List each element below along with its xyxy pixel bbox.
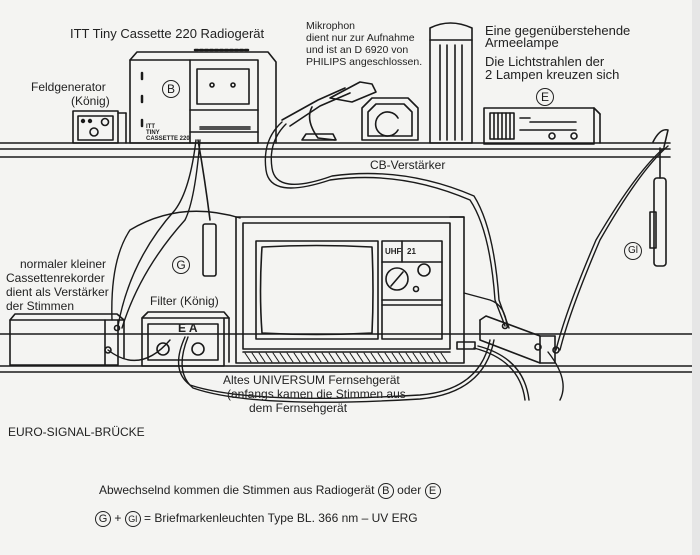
tv-device <box>235 216 476 364</box>
microphone-label: Mikrophon dient nur zur Aufnahme und ist… <box>306 20 423 68</box>
euro-signal-bridge-label: EURO-SIGNAL-BRÜCKE <box>8 425 145 439</box>
lamp-g-hanging <box>197 139 217 277</box>
cb-amplifier-device <box>361 97 419 141</box>
army-lamp-device <box>483 107 601 145</box>
caption-mark-e: E <box>424 483 441 499</box>
tv-band-label: UHF <box>385 247 402 256</box>
filter-label: Filter (König) <box>150 294 219 308</box>
radio-label: ITT Tiny Cassette 220 Radiogerät <box>70 26 265 41</box>
filter-jacks-label: E A <box>178 321 198 335</box>
lamp-e-marking-badge: E <box>536 88 554 106</box>
cassette-recorder-device <box>9 313 125 366</box>
lamp-gl-hanging <box>649 128 669 267</box>
radio-brand-text: ITT TINY CASSETTE 220 <box>146 124 190 142</box>
tv-label: Altes UNIVERSUM Fernsehgerät (anfangs ka… <box>223 373 406 415</box>
caption-mark-gl: Gl <box>124 511 141 527</box>
cassette-recorder-label: normaler kleiner Cassettenrekorder dient… <box>6 257 109 313</box>
tv-channel-label: 21 <box>407 247 416 256</box>
light-beams-label: Die Lichtstrahlen der 2 Lampen kreuzen s… <box>485 54 620 82</box>
tall-lamp-tube <box>429 22 473 144</box>
radio-marking-badge: B <box>162 80 180 98</box>
caption-line-2: G + Gl = Briefmarkenleuchten Type BL. 36… <box>95 511 418 527</box>
euro-signal-bridge-device <box>479 315 560 364</box>
caption-mark-g: G <box>95 511 111 527</box>
filter-device <box>141 311 230 367</box>
lamp-g-marking-badge: G <box>172 256 190 274</box>
microphone-device <box>281 81 377 141</box>
cables <box>107 121 669 403</box>
caption-line-1: Abwechselnd kommen die Stimmen aus Radio… <box>99 483 441 499</box>
field-generator-label: Feldgenerator (König) <box>31 80 110 108</box>
cb-amplifier-label: CB-Verstärker <box>370 158 446 172</box>
army-lamp-label: Eine gegenüberstehende Armeelampe <box>485 23 631 50</box>
caption-mark-b: B <box>377 483 394 499</box>
lamp-gl-marking-badge: Gl <box>624 242 642 260</box>
radio-device <box>129 48 277 144</box>
field-generator-device <box>72 110 127 144</box>
upper-shelf <box>0 142 671 158</box>
